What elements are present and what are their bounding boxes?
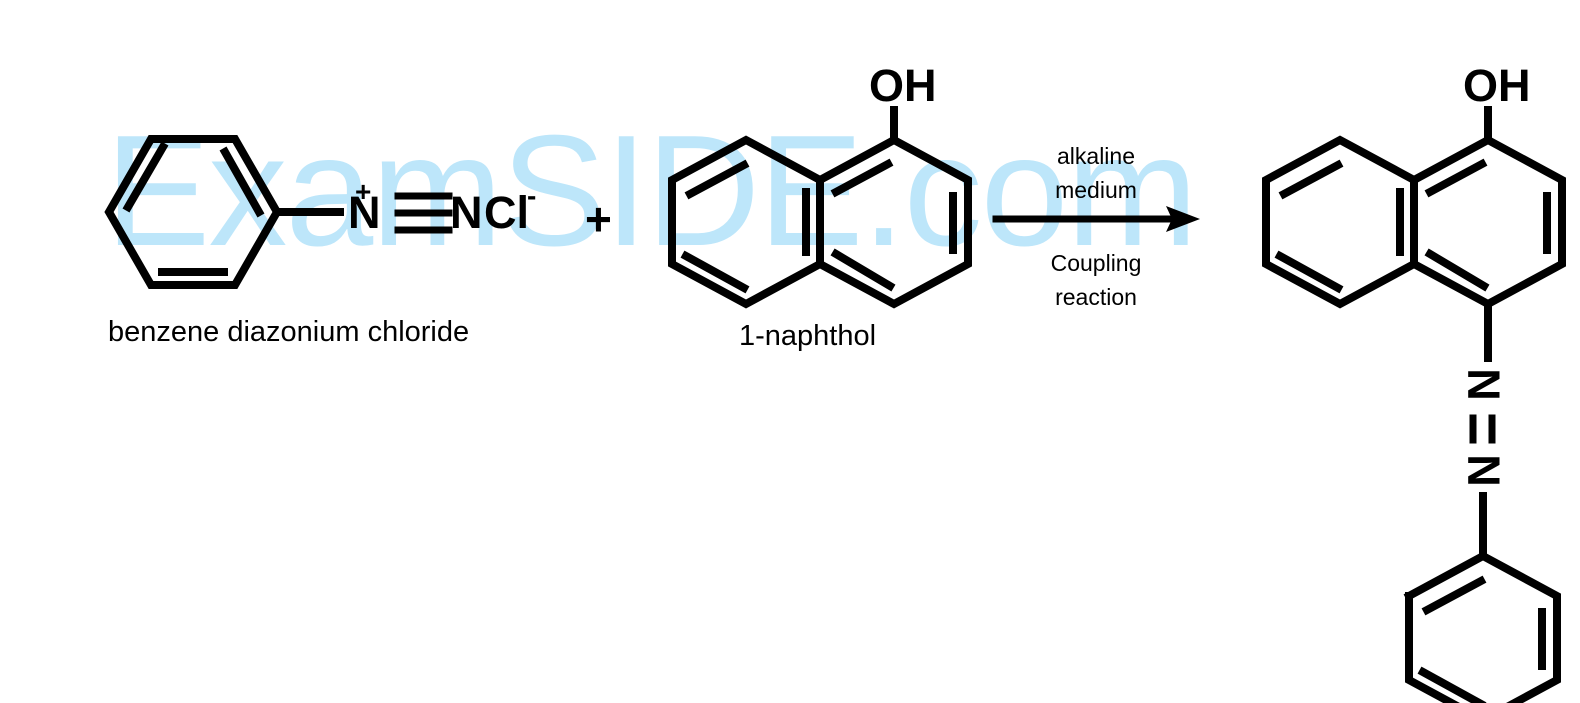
diazonium-triple-bond [394, 192, 453, 234]
diazonium-n2-atom: N [450, 187, 483, 238]
diazonium-n1-atom: N [348, 187, 381, 238]
product-azo-n-top: N [1458, 368, 1510, 401]
benzene-diazonium-chloride-label: benzene diazonium chloride [108, 316, 470, 348]
naphthol-hydroxyl-label: OH [869, 60, 937, 111]
product-azo-n-bottom: N [1458, 454, 1510, 487]
examside-watermark: ExamSIDE.com [105, 103, 1198, 279]
azo-double-bond [1469, 414, 1496, 444]
arrow-condition-below-line2: reaction [1055, 284, 1137, 310]
arrow-condition-above-line1: alkaline [1057, 143, 1135, 169]
chloride-charge: - [527, 180, 537, 211]
product-naphthalene-ring [1262, 106, 1566, 362]
chloride-atom: Cl [484, 187, 529, 238]
arrow-condition-above-line2: medium [1055, 177, 1137, 203]
naphthalene-ring [668, 106, 972, 309]
arrow-head-icon [1166, 206, 1200, 232]
benzene-ring [104, 135, 344, 289]
product-hydroxyl-label: OH [1463, 60, 1531, 111]
diazonium-n1-charge: + [355, 176, 372, 207]
naphthol-label: 1-naphthol [739, 320, 877, 352]
reactant-plus-sign: + [585, 193, 612, 245]
arrow-condition-below-line1: Coupling [1050, 250, 1142, 276]
product-phenyl-ring [1403, 551, 1561, 703]
